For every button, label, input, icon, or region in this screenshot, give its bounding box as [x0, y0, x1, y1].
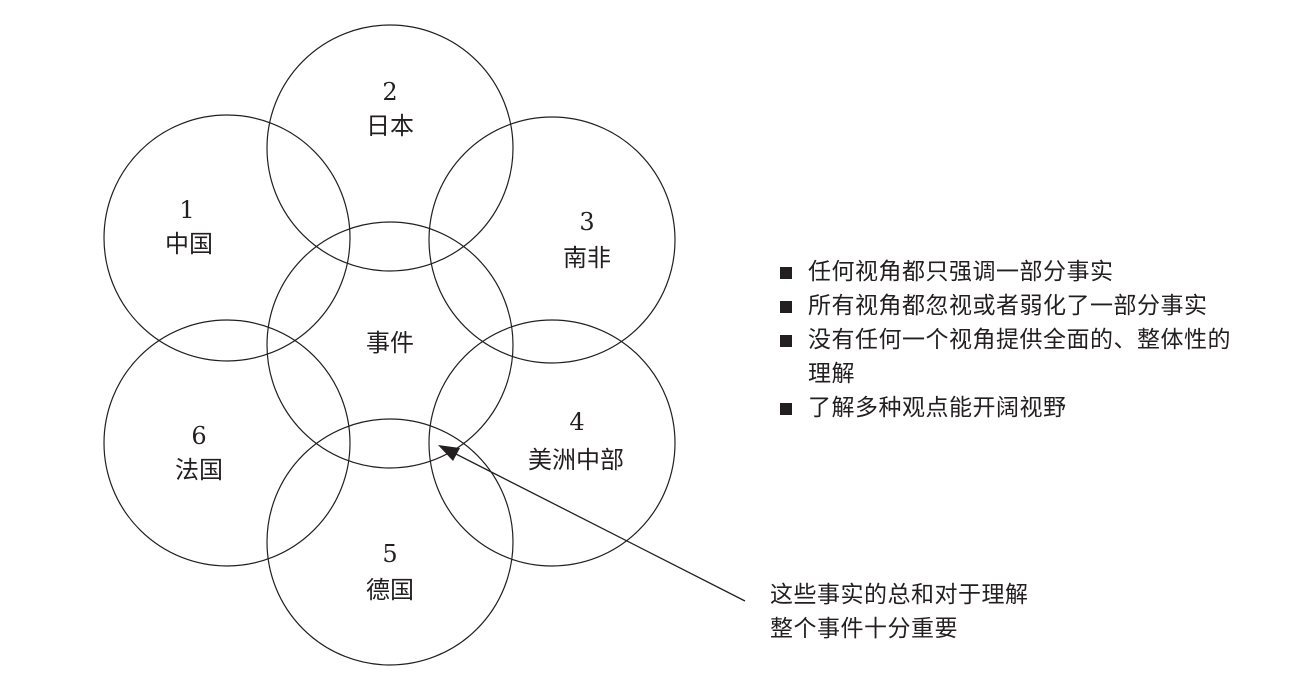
center-event-label: 事件 [366, 329, 414, 357]
circle-germany: 5 德国 [266, 418, 514, 666]
annotation-arrow [438, 445, 746, 602]
arrow-line [451, 451, 746, 602]
circle-central-america: 4 美洲中部 [428, 319, 676, 567]
square-bullet-icon [780, 301, 792, 313]
circle-japan: 2 日本 [266, 24, 514, 272]
bullet-item: 没有任何一个视角提供全面的、整体性的理解 [774, 323, 1244, 391]
arrow-head [438, 445, 460, 461]
circle-germany-outline [266, 418, 514, 666]
circle-china: 1 中国 [103, 114, 351, 362]
bullet-text: 所有视角都忽视或者弱化了一部分事实 [808, 293, 1208, 319]
bullet-item: 任何视角都只强调一部分事实 [774, 255, 1244, 289]
circle-france: 6 法国 [103, 319, 351, 567]
circle-japan-outline [266, 24, 514, 272]
square-bullet-icon [780, 403, 792, 415]
circle-japan-number: 2 [382, 78, 397, 106]
circle-central-america-number: 4 [569, 408, 584, 436]
bullet-text: 任何视角都只强调一部分事实 [808, 259, 1114, 285]
annotation-line-2: 整个事件十分重要 [770, 616, 958, 642]
circle-france-number: 6 [191, 422, 206, 450]
circle-france-name: 法国 [175, 456, 223, 484]
bullet-item: 了解多种观点能开阔视野 [774, 391, 1244, 425]
circle-central-america-name: 美洲中部 [528, 446, 624, 474]
circle-japan-name: 日本 [366, 112, 414, 140]
circle-south-africa: 3 南非 [428, 116, 676, 364]
bullet-text: 了解多种观点能开阔视野 [808, 395, 1067, 421]
circle-germany-number: 5 [382, 540, 397, 568]
center-event: 事件 [266, 221, 514, 469]
square-bullet-icon [780, 335, 792, 347]
bullet-text: 没有任何一个视角提供全面的、整体性的理解 [808, 327, 1231, 387]
center-event-outline [266, 221, 514, 469]
annotation-text: 这些事实的总和对于理解 整个事件十分重要 [770, 578, 1029, 646]
circle-germany-name: 德国 [366, 576, 414, 604]
bullet-list: 任何视角都只强调一部分事实 所有视角都忽视或者弱化了一部分事实 没有任何一个视角… [774, 255, 1244, 425]
circle-south-africa-number: 3 [579, 208, 594, 236]
circle-south-africa-outline [428, 116, 676, 364]
circle-china-name: 中国 [165, 230, 213, 258]
circle-france-outline [103, 319, 351, 567]
circle-china-outline [103, 114, 351, 362]
square-bullet-icon [780, 267, 792, 279]
bullet-item: 所有视角都忽视或者弱化了一部分事实 [774, 289, 1244, 323]
circle-china-number: 1 [179, 196, 194, 224]
circle-central-america-outline [428, 319, 676, 567]
circle-south-africa-name: 南非 [563, 244, 611, 272]
annotation-line-1: 这些事实的总和对于理解 [770, 582, 1029, 608]
